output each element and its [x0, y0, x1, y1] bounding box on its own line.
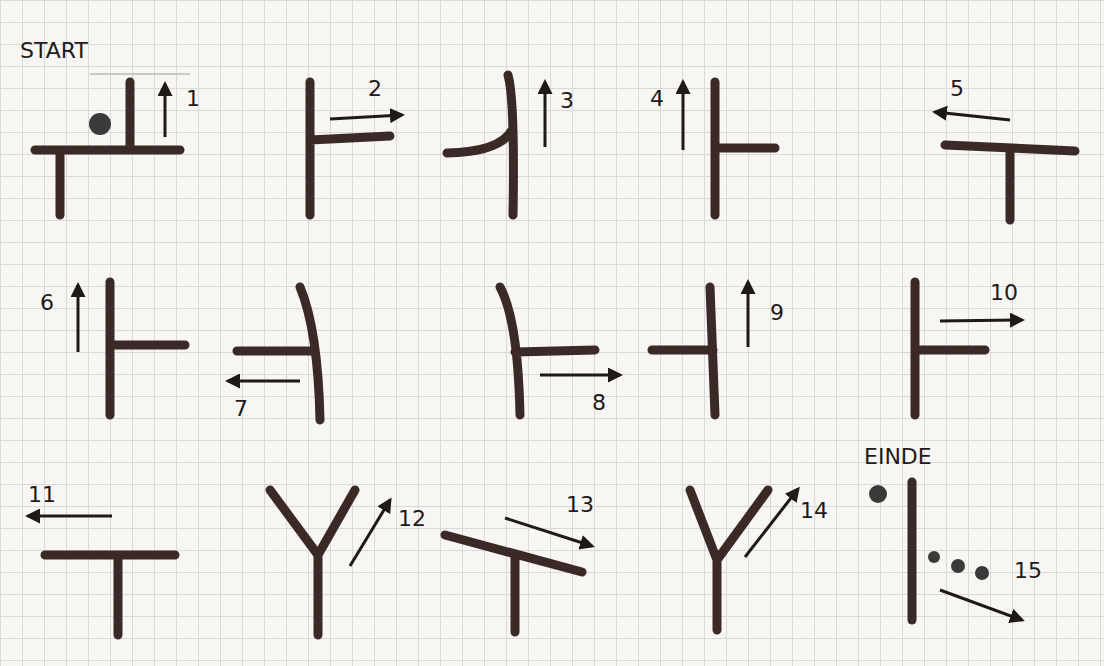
callout-number: 1 — [186, 88, 200, 110]
callout-number: 8 — [592, 392, 606, 414]
callout-number: 14 — [800, 500, 828, 522]
callout-number: 5 — [950, 78, 964, 100]
callout-number: 11 — [28, 484, 56, 506]
callout-number: 10 — [990, 282, 1018, 304]
callout-number: 9 — [770, 302, 784, 324]
callout-number: 15 — [1014, 560, 1042, 582]
callout-number: 4 — [650, 88, 664, 110]
callout-number: 3 — [560, 90, 574, 112]
callout-number: 13 — [566, 494, 594, 516]
callout-number: 7 — [234, 398, 248, 420]
callout-number: 2 — [368, 78, 382, 100]
start-label: START — [20, 40, 88, 62]
callout-number: 12 — [398, 508, 426, 530]
callout-number: 6 — [40, 292, 54, 314]
end-label: EINDE — [864, 446, 932, 468]
